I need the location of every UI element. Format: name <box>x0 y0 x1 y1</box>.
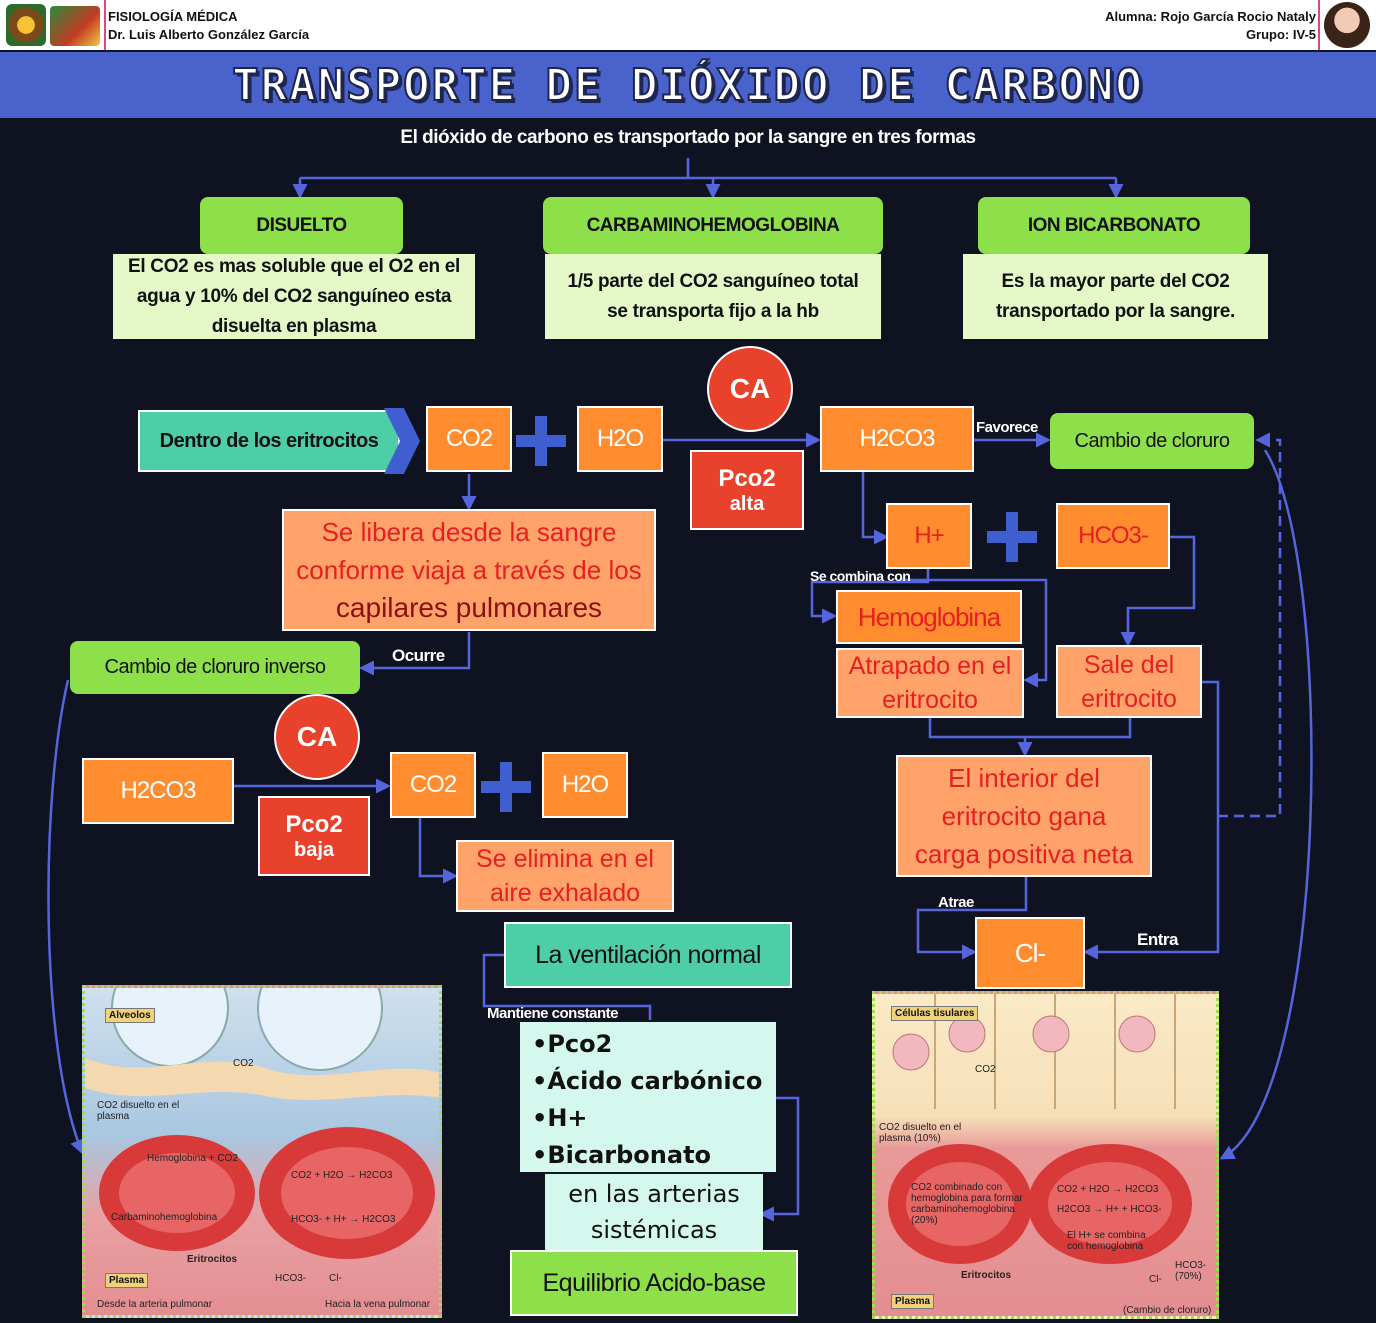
released-lungs-text: Se libera desde la sangre conforme viaja… <box>294 513 644 627</box>
h2o-box-2: H2O <box>542 752 628 818</box>
left-dissolved-label: CO2 disuelto en el plasma <box>97 1100 180 1122</box>
left-rbc-label: Eritrocitos <box>187 1254 238 1265</box>
released-lungs-main: Se libera desde la sangre conforme viaja… <box>296 517 642 585</box>
alveoli-tag: Alveolos <box>105 1008 155 1023</box>
alveolus-illustration <box>85 988 439 1259</box>
right-carbamino-label: CO2 combinado con hemoglobina para forma… <box>911 1182 1023 1226</box>
attracts-label: Atrae <box>938 894 974 911</box>
systemic-arteries-box: en las arterias sistémicas <box>545 1174 763 1250</box>
from-pulmonary-artery: Desde la arteria pulmonar <box>97 1299 213 1310</box>
h2co3-box-1: H2CO3 <box>820 406 974 472</box>
form-bicarbonate-desc: Es la mayor parte del CO2 transportado p… <box>963 254 1268 339</box>
university-logo <box>6 4 46 46</box>
plus-icon <box>481 762 531 812</box>
combines-with-label: Se combina con <box>810 568 911 584</box>
enters-label: Entra <box>1137 930 1178 949</box>
inside-erythrocytes: Dentro de los eritrocitos <box>138 410 400 472</box>
plus-icon <box>987 512 1037 562</box>
chloride-box: Cl- <box>975 917 1085 989</box>
page-title: TRANSPORTE DE DIÓXIDO DE CARBONO <box>231 59 1144 112</box>
carbonic-anhydrase-badge-1: CA <box>707 346 793 432</box>
list-item: •Bicarbonato <box>532 1141 712 1169</box>
left-hco3-label: HCO3- <box>275 1273 307 1284</box>
hplus-box: H+ <box>886 503 972 569</box>
group-label: Grupo: IV-5 <box>1245 27 1316 42</box>
h2co3-box-2: H2CO3 <box>82 758 234 824</box>
carbonic-anhydrase-badge-2: CA <box>274 694 360 780</box>
form-bicarbonate: ION BICARBONATO <box>978 197 1250 254</box>
form-dissolved-desc: El CO2 es mas soluble que el O2 en el ag… <box>113 254 475 339</box>
left-cl-label: Cl- <box>329 1273 342 1284</box>
form-dissolved: DISUELTO <box>200 197 403 254</box>
teacher-name: Dr. Luis Alberto González García <box>108 27 310 42</box>
released-lungs-box: Se libera desde la sangre conforme viaja… <box>282 509 656 631</box>
header-divider-left <box>104 0 106 50</box>
pco2-high-box: Pco2 alta <box>690 450 804 530</box>
leaves-box: Sale del eritrocito <box>1056 645 1202 718</box>
list-item: •Pco2 <box>532 1030 613 1058</box>
to-pulmonary-vein: Hacia la vena pulmonar <box>325 1299 431 1310</box>
list-item: •Ácido carbónico <box>532 1067 763 1095</box>
pco2-high-label: Pco2 <box>718 464 776 492</box>
right-eq2-label: H2CO3 → H+ + HCO3- <box>1057 1204 1162 1215</box>
keeps-constant-label: Mantiene constante <box>487 1005 619 1022</box>
list-item: •H+ <box>532 1104 588 1132</box>
plasma-tag-left: Plasma <box>105 1273 149 1288</box>
plus-icon <box>516 416 566 466</box>
pco2-high-level: alta <box>729 492 765 515</box>
reverse-chloride-shift-box: Cambio de cloruro inverso <box>70 641 360 694</box>
left-carbamino-label: Carbaminohemoglobina <box>111 1212 218 1223</box>
released-lungs-em: capilares pulmonares <box>335 592 603 623</box>
subtitle: El dióxido de carbono es transportado po… <box>400 127 976 148</box>
co2-box-2: CO2 <box>390 752 476 818</box>
hemoglobin-box: Hemoglobina <box>836 590 1022 644</box>
chloride-shift-box: Cambio de cloruro <box>1050 413 1254 469</box>
hco3-box: HCO3- <box>1056 503 1170 569</box>
right-co2-label: CO2 <box>975 1064 996 1075</box>
tissue-cells-tag: Células tisulares <box>891 1006 979 1021</box>
form-carbamino: CARBAMINOHEMOGLOBINA <box>543 197 883 254</box>
left-co2-label: CO2 <box>233 1058 254 1069</box>
left-eq1-label: CO2 + H2O → H2CO3 <box>291 1170 393 1181</box>
left-eq2-label: HCO3- + H+ → H2CO3 <box>291 1214 396 1225</box>
constant-list: •Pco2 •Ácido carbónico •H+ •Bicarbonato <box>520 1022 776 1172</box>
plasma-tag-right: Plasma <box>891 1294 935 1309</box>
pco2-low-level: baja <box>293 838 335 861</box>
favors-label: Favorece <box>976 419 1038 436</box>
right-rbc-label: Eritrocitos <box>961 1270 1012 1281</box>
form-carbamino-desc: 1/5 parte del CO2 sanguíneo total se tra… <box>545 254 881 339</box>
right-eq1-label: CO2 + H2O → H2CO3 <box>1057 1184 1159 1195</box>
school-logo <box>50 6 100 46</box>
chloride-shift-caption: (Cambio de cloruro) <box>1123 1305 1212 1316</box>
header-divider-right <box>1318 0 1320 50</box>
acid-base-box: Equilibrio Acido-base <box>510 1250 798 1316</box>
avatar <box>1324 2 1370 48</box>
title-bar: TRANSPORTE DE DIÓXIDO DE CARBONO <box>0 52 1376 118</box>
positive-charge-box: El interior del eritrocito gana carga po… <box>896 755 1152 877</box>
tissue-illustration <box>888 994 1192 1264</box>
occurs-label: Ocurre <box>392 646 445 665</box>
left-hb-label: Hemoglobina + CO2 <box>147 1153 238 1164</box>
trapped-box: Atrapado en el eritrocito <box>836 648 1024 718</box>
pco2-low-label: Pco2 <box>285 810 343 838</box>
tissue-capillary-figure: Células tisulares CO2 CO2 disuelto en el… <box>872 991 1219 1319</box>
pulmonary-capillary-figure: Alveolos CO2 CO2 disuelto en el plasma H… <box>82 985 442 1318</box>
pco2-low-box: Pco2 baja <box>258 796 370 876</box>
course-name: FISIOLOGÍA MÉDICA <box>108 9 238 24</box>
inside-erythrocytes-label: Dentro de los eritrocitos <box>159 429 379 452</box>
co2-box-1: CO2 <box>426 406 512 472</box>
h2o-box-1: H2O <box>577 406 663 472</box>
student-name: Alumna: Rojo García Rocio Nataly <box>1105 9 1316 24</box>
right-hco3-label: HCO3- (70%) <box>1175 1260 1207 1282</box>
normal-ventilation-box: La ventilación normal <box>504 922 792 988</box>
right-dissolved-label: CO2 disuelto en el plasma (10%) <box>879 1122 962 1144</box>
right-cl-label: Cl- <box>1149 1274 1162 1285</box>
header-bar: FISIOLOGÍA MÉDICA Dr. Luis Alberto Gonzá… <box>0 0 1376 50</box>
right-hb-label: El H+ se combina con hemoglobina <box>1067 1230 1146 1252</box>
exhaled-box: Se elimina en el aire exhalado <box>456 840 674 912</box>
